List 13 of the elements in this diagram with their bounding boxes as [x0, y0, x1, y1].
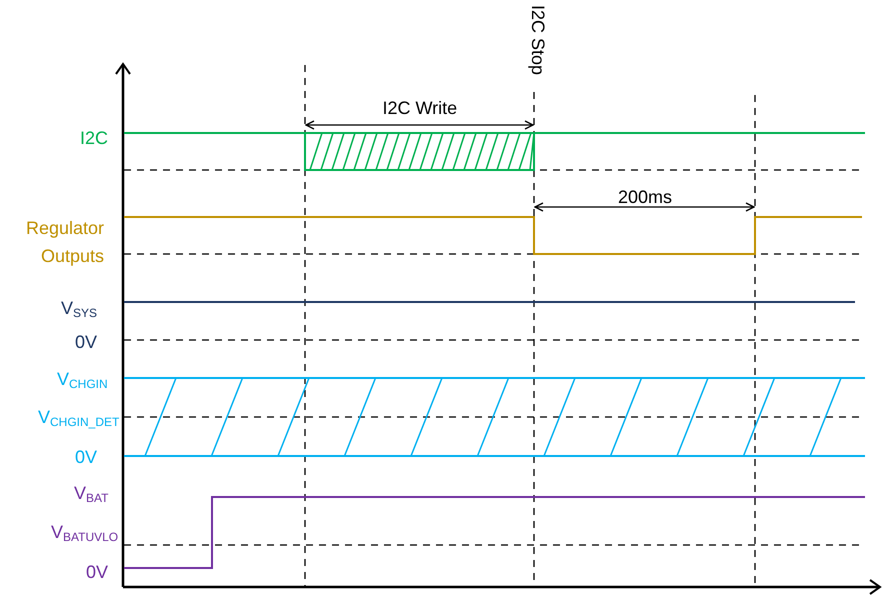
level-label: 0V — [75, 446, 98, 468]
signal-label: V$_{SYS}$ — [61, 297, 98, 322]
dimension-label: 200ms — [618, 186, 672, 208]
dimension-label: I2C Write — [382, 97, 458, 119]
level-label: 0V — [75, 331, 98, 353]
signal-label: Regulator Outputs — [24, 217, 104, 268]
level-label: V$_{CHGIN_DET}$ — [38, 406, 120, 431]
signal-label: V$_{CHGIN}$ — [57, 368, 108, 393]
event-label: I2C Stop — [527, 5, 549, 76]
level-label: 0V — [86, 561, 108, 583]
signal-label: V$_{BAT}$ — [74, 482, 108, 507]
signal-label: I2C — [80, 127, 108, 149]
level-label: V$_{BATUVLO}$ — [51, 521, 118, 546]
